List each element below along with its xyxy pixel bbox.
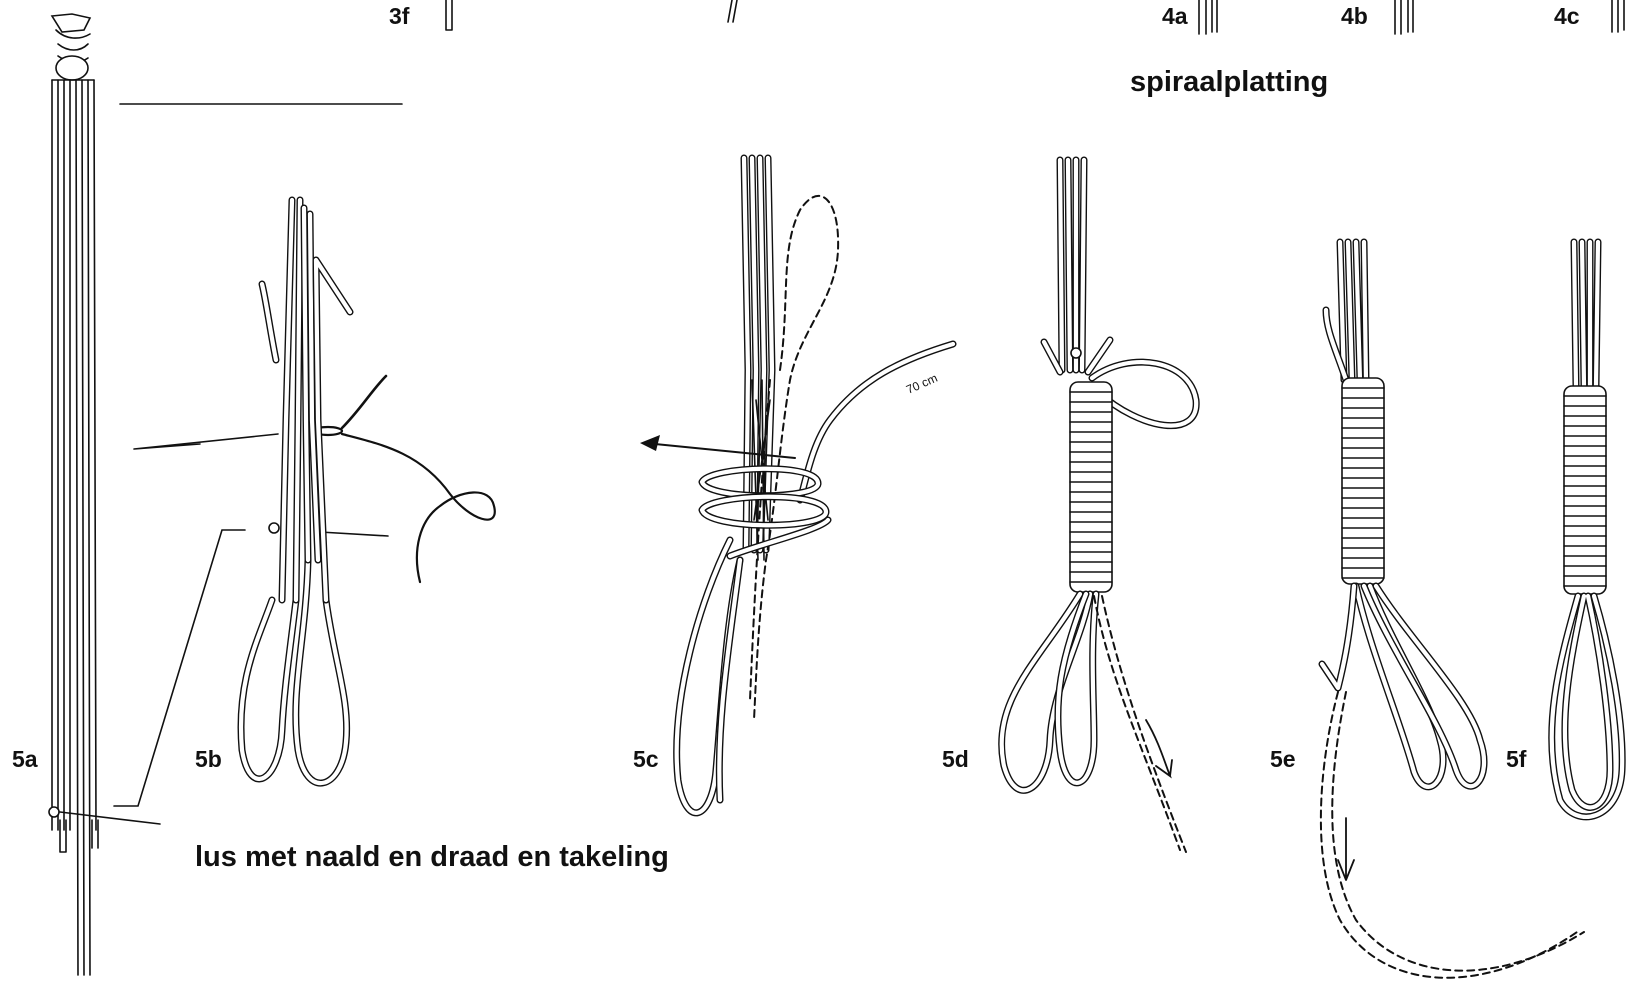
figure-5c <box>640 158 953 813</box>
heading-spiraalplatting: spiraalplatting <box>1130 68 1328 97</box>
fragment-3f-cord <box>728 0 737 22</box>
label-3f: 3f <box>389 5 409 28</box>
label-5c: 5c <box>633 748 659 771</box>
label-4a: 4a <box>1162 5 1188 28</box>
label-5e: 5e <box>1270 748 1296 771</box>
fragment-4b <box>1395 0 1413 34</box>
figure-5e <box>1321 242 1584 978</box>
label-5a: 5a <box>12 748 38 771</box>
figure-5f <box>1552 242 1623 817</box>
label-4c: 4c <box>1554 5 1580 28</box>
fragment-4a <box>1199 0 1217 34</box>
fragment-3f <box>446 0 452 30</box>
figure-5a <box>49 14 160 975</box>
label-4b: 4b <box>1341 5 1368 28</box>
label-5b: 5b <box>195 748 222 771</box>
heading-lus-met-naald: lus met naald en draad en takeling <box>195 843 669 872</box>
label-5f: 5f <box>1506 748 1526 771</box>
figure-5b <box>134 200 495 783</box>
fragment-4c <box>1612 0 1624 32</box>
figure-5d <box>1002 160 1197 852</box>
label-5d: 5d <box>942 748 969 771</box>
